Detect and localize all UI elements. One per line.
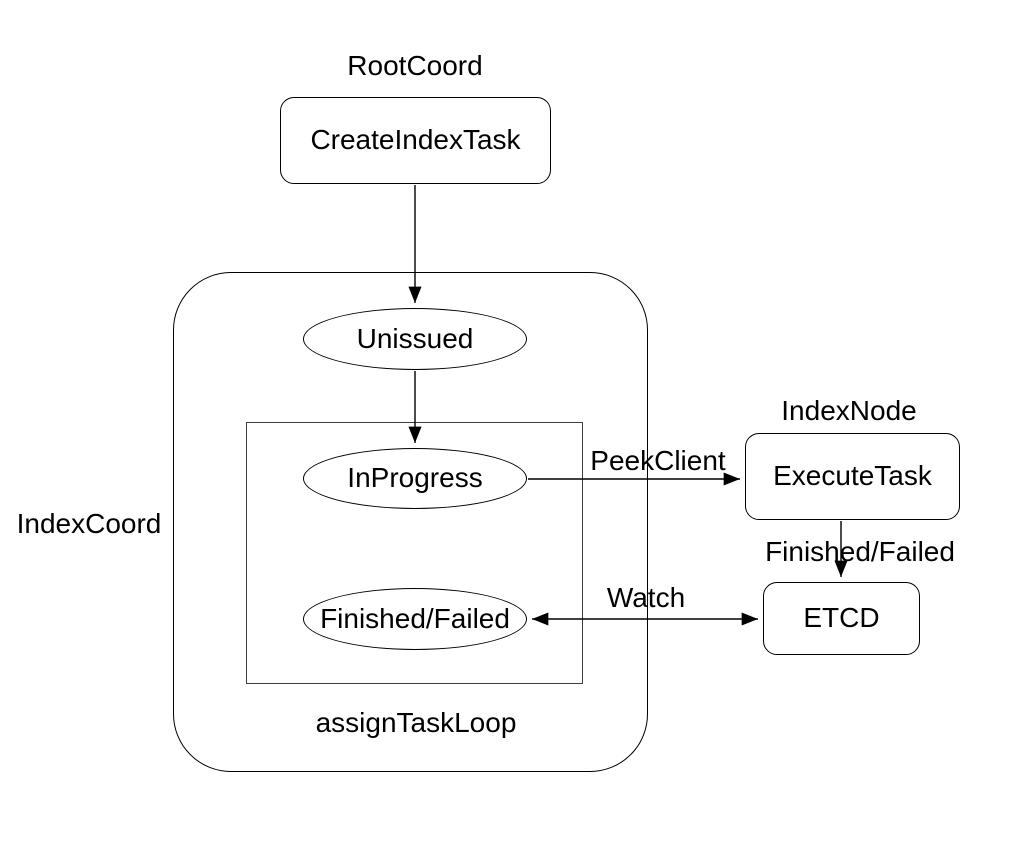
finished-failed-state-node: Finished/Failed (303, 588, 527, 650)
execute-task-node: ExecuteTask (745, 433, 960, 520)
index-coord-label: IndexCoord (16, 508, 162, 539)
root-coord-label: RootCoord (347, 50, 483, 81)
create-index-task-node: CreateIndexTask (280, 97, 551, 184)
finished-failed-edge-label: Finished/Failed (765, 536, 955, 567)
assign-task-loop-label: assignTaskLoop (315, 707, 517, 738)
peek-client-edge-label: PeekClient (590, 445, 726, 476)
in-progress-state-node: InProgress (303, 448, 527, 509)
index-node-label: IndexNode (781, 395, 917, 426)
watch-edge-label: Watch (606, 582, 686, 613)
etcd-node: ETCD (763, 582, 920, 655)
unissued-state-node: Unissued (303, 308, 527, 370)
